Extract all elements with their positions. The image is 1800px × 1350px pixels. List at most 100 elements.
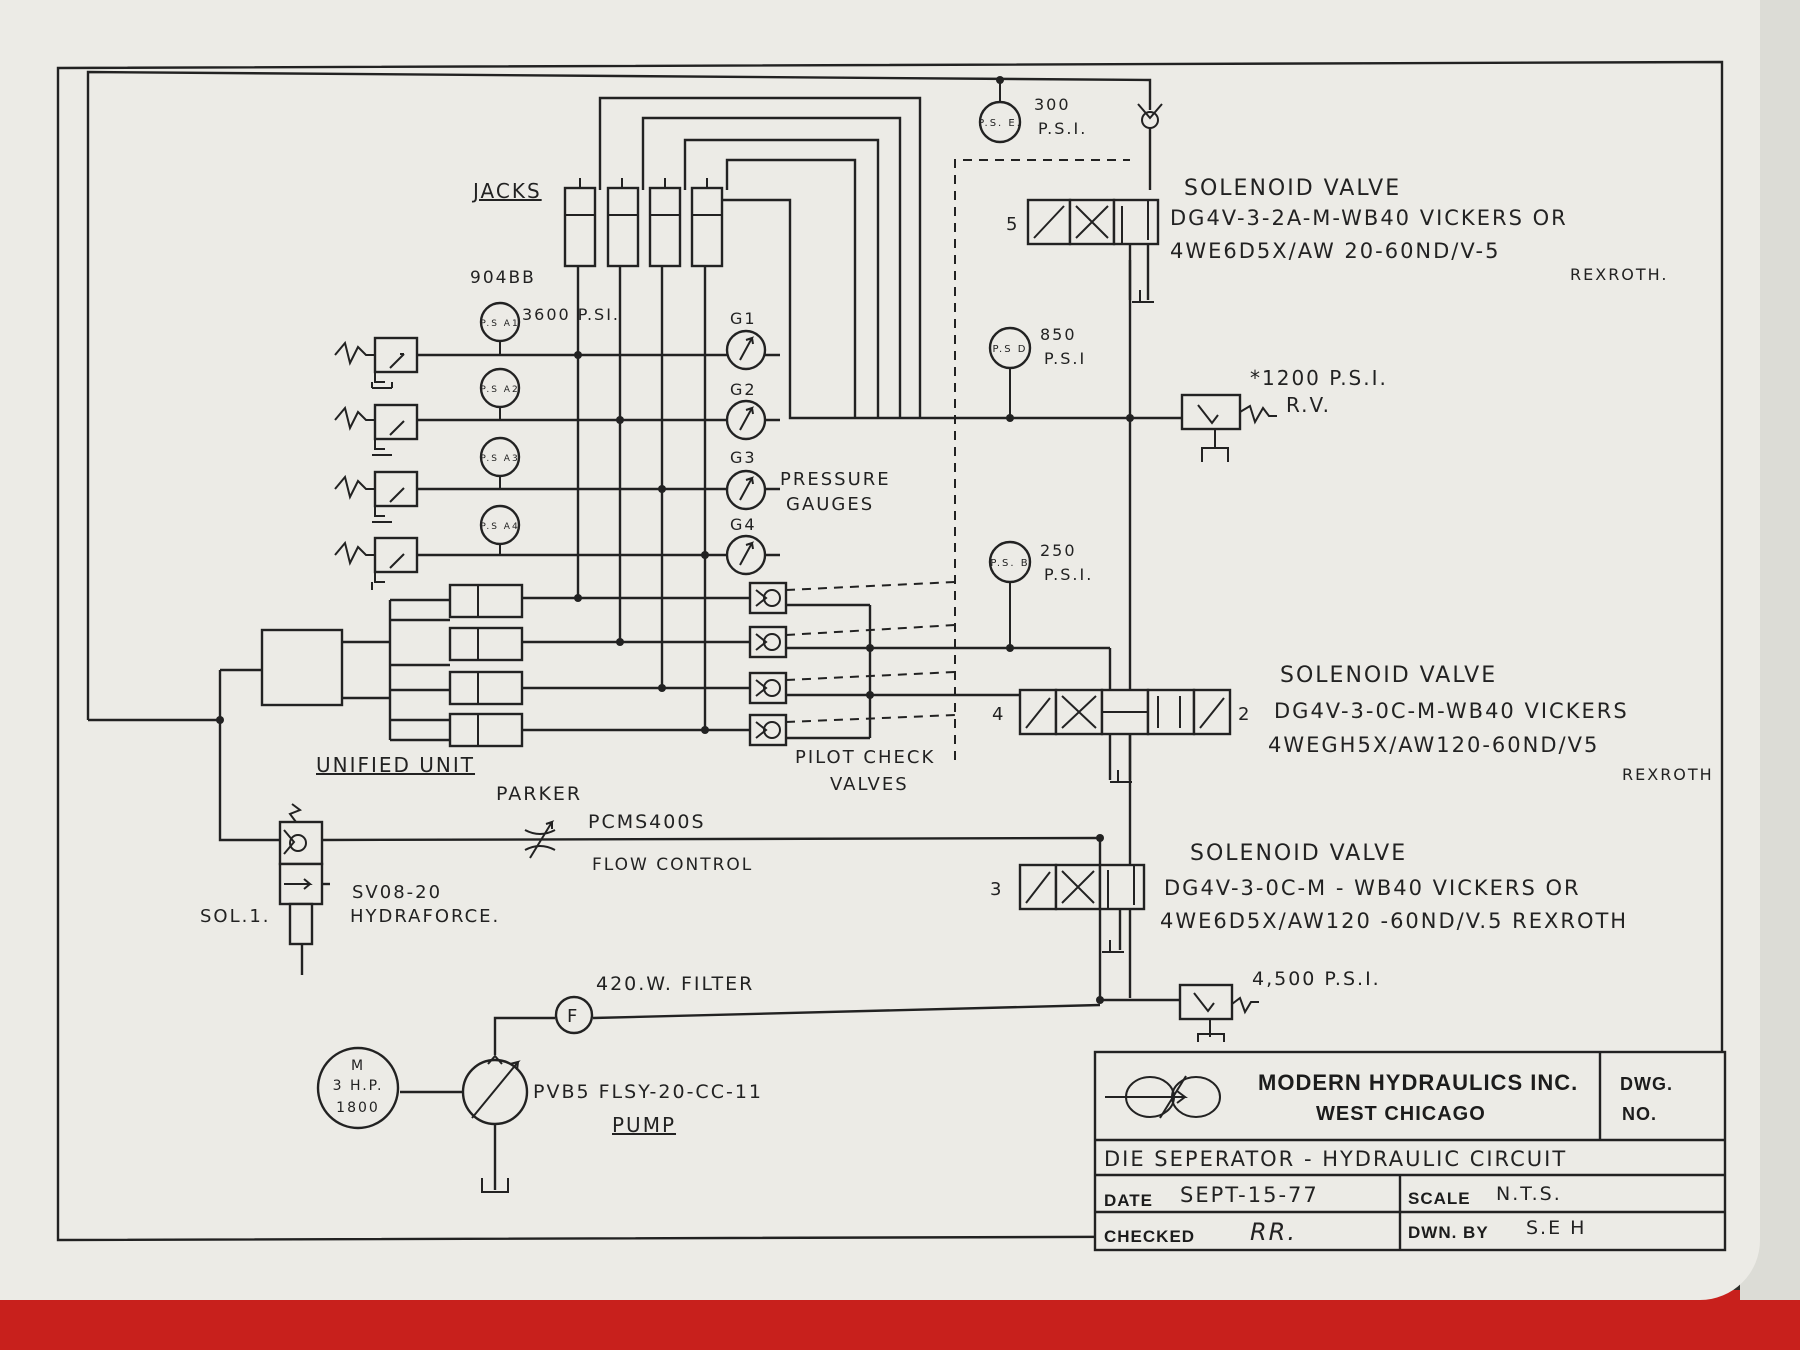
valve-number-2: 2 <box>1238 704 1251 725</box>
relief-valve-a3 <box>373 470 419 508</box>
sv2-line-2: 4WEGH5X/AW120-60ND/V5 <box>1268 733 1599 757</box>
pilot-check-4 <box>748 713 788 747</box>
dwg-label: DWG. <box>1620 1074 1673 1094</box>
jack-2 <box>606 186 640 268</box>
relief-1200-psi: *1200 P.S.I. <box>1250 366 1388 390</box>
relief-1200-rv: R.V. <box>1286 393 1331 417</box>
pressure-switch-e-psi-2: P.S.I. <box>1038 119 1087 138</box>
gauge-g1-label: G1 <box>730 309 757 328</box>
pressure-switch-a4-label: P.S A4 <box>480 522 519 532</box>
gauge-g3-label: G3 <box>730 448 757 467</box>
flow-control-label: FLOW CONTROL <box>592 855 753 875</box>
junctions <box>216 76 1134 1004</box>
filter <box>554 995 594 1035</box>
pressure-switch-e-label: P.S. E. <box>978 118 1022 129</box>
red-background-strip <box>0 1290 1800 1350</box>
relief-valve-a2 <box>373 403 419 441</box>
pressure-switch-a2-label: P.S A2 <box>480 385 519 395</box>
pressure-switch-a3-label: P.S A3 <box>480 454 519 464</box>
pressure-switch-d-label: P.S D <box>993 344 1028 355</box>
filter-label: 420.W. FILTER <box>596 973 754 995</box>
relief-valve-a1 <box>373 336 419 374</box>
no-label: NO. <box>1622 1104 1657 1124</box>
pilot-check-valves <box>748 581 1110 747</box>
return-loop-line <box>86 70 1152 720</box>
date-value: SEPT-15-77 <box>1180 1183 1319 1207</box>
gauge-g2-label: G2 <box>730 380 757 399</box>
pressure-switch-b-psi-2: P.S.I. <box>1044 565 1093 584</box>
pressure-switch-b-label: P.S. B <box>990 558 1029 569</box>
sv2-line-3: REXROTH <box>1622 765 1714 784</box>
check-valve-top <box>1137 103 1163 190</box>
unified-cylinder-4 <box>448 712 524 748</box>
part-number-label: 904BB <box>470 268 536 288</box>
jack-1 <box>563 186 597 268</box>
left-valves <box>334 336 780 590</box>
motor <box>316 1046 400 1130</box>
scale-label: SCALE <box>1408 1189 1471 1208</box>
parker-label: PARKER <box>496 783 582 805</box>
drawn-by-label: DWN. BY <box>1408 1223 1489 1242</box>
sol1-valve <box>278 803 330 975</box>
solenoid-valve-4-2 <box>1018 688 1232 783</box>
company-logo-icon <box>1105 1075 1221 1119</box>
pressure-switch-a1-psi: 3600 P.SI. <box>522 305 620 324</box>
pressure-switch-e-psi-1: 300 <box>1034 95 1071 114</box>
unified-cylinder-3 <box>448 670 524 706</box>
pilot-check-label-2: VALVES <box>830 774 909 795</box>
drawn-by-value: S.E H <box>1526 1217 1586 1239</box>
gauge-g4-label: G4 <box>730 515 757 534</box>
pilot-line <box>954 159 1130 760</box>
sv1-title: SOLENOID VALVE <box>1184 176 1401 201</box>
jacks-group <box>563 96 1130 730</box>
paper-sheet: JACKS 904BB P.S A1 P.S A2 P.S A3 P.S A4 … <box>0 0 1760 1300</box>
scale-value: N.T.S. <box>1496 1183 1562 1205</box>
sv2-line-1: DG4V-3-0C-M-WB40 VICKERS <box>1274 699 1629 723</box>
jack-4 <box>690 186 724 268</box>
flow-control <box>524 820 556 859</box>
title-block <box>1093 1050 1727 1252</box>
checked-value: RR. <box>1250 1218 1297 1246</box>
motor-label-2: 3 H.P. <box>333 1078 384 1094</box>
pilot-check-label-1: PILOT CHECK <box>795 747 935 768</box>
relief-valve-1200 <box>1130 393 1277 462</box>
sv1-line-2: 4WE6D5X/AW 20-60ND/V-5 <box>1170 239 1500 263</box>
sv1-line-3: REXROTH. <box>1570 265 1669 284</box>
pump-model-label: PVB5 FLSY-20-CC-11 <box>533 1081 763 1103</box>
unified-unit <box>260 583 750 748</box>
main-relief-psi: 4,500 P.S.I. <box>1252 968 1381 990</box>
sv2-title: SOLENOID VALVE <box>1280 663 1497 688</box>
filter-f: F <box>567 1006 579 1027</box>
pressure-switch-a1-label: P.S A1 <box>480 319 519 329</box>
unified-cylinder-1 <box>448 583 524 619</box>
valve-number-5: 5 <box>1006 214 1019 235</box>
pressure-gauges-label-1: PRESSURE <box>780 469 891 490</box>
unified-unit-label: UNIFIED UNIT <box>316 753 475 777</box>
sv3-title: SOLENOID VALVE <box>1190 841 1407 866</box>
motor-label-3: 1800 <box>336 1100 380 1116</box>
company-name: MODERN HYDRAULICS INC. <box>1258 1070 1578 1095</box>
date-label: DATE <box>1104 1191 1153 1210</box>
unified-cylinder-2 <box>448 626 524 662</box>
main-relief-valve <box>1100 983 1259 1042</box>
pressure-gauges <box>725 329 767 576</box>
hydraulic-circuit-diagram: JACKS 904BB P.S A1 P.S A2 P.S A3 P.S A4 … <box>56 60 1727 1252</box>
pcms-label: PCMS400S <box>588 811 706 833</box>
hydraforce-label: HYDRAFORCE. <box>350 906 500 927</box>
sv3-line-1: DG4V-3-0C-M - WB40 VICKERS OR <box>1164 876 1581 900</box>
company-city: WEST CHICAGO <box>1316 1103 1486 1125</box>
pressure-switch-b-psi-1: 250 <box>1040 541 1077 560</box>
valve-number-4: 4 <box>992 704 1005 725</box>
sv3-line-2: 4WE6D5X/AW120 -60ND/V.5 REXROTH <box>1160 909 1628 933</box>
pressure-gauges-label-2: GAUGES <box>786 494 874 515</box>
relief-valve-a4 <box>373 536 419 574</box>
valve-number-3: 3 <box>990 879 1003 900</box>
solenoid-valve-5 <box>1026 198 1160 303</box>
jack-3 <box>648 186 682 268</box>
checked-label: CHECKED <box>1104 1227 1195 1246</box>
pressure-switch-d-psi-2: P.S.I <box>1044 349 1086 368</box>
pressure-switch-d-psi-1: 850 <box>1040 325 1077 344</box>
sv1-line-1: DG4V-3-2A-M-WB40 VICKERS OR <box>1170 206 1568 230</box>
solenoid-valve-3 <box>1018 863 1146 953</box>
sv0820-label: SV08-20 <box>352 882 442 903</box>
